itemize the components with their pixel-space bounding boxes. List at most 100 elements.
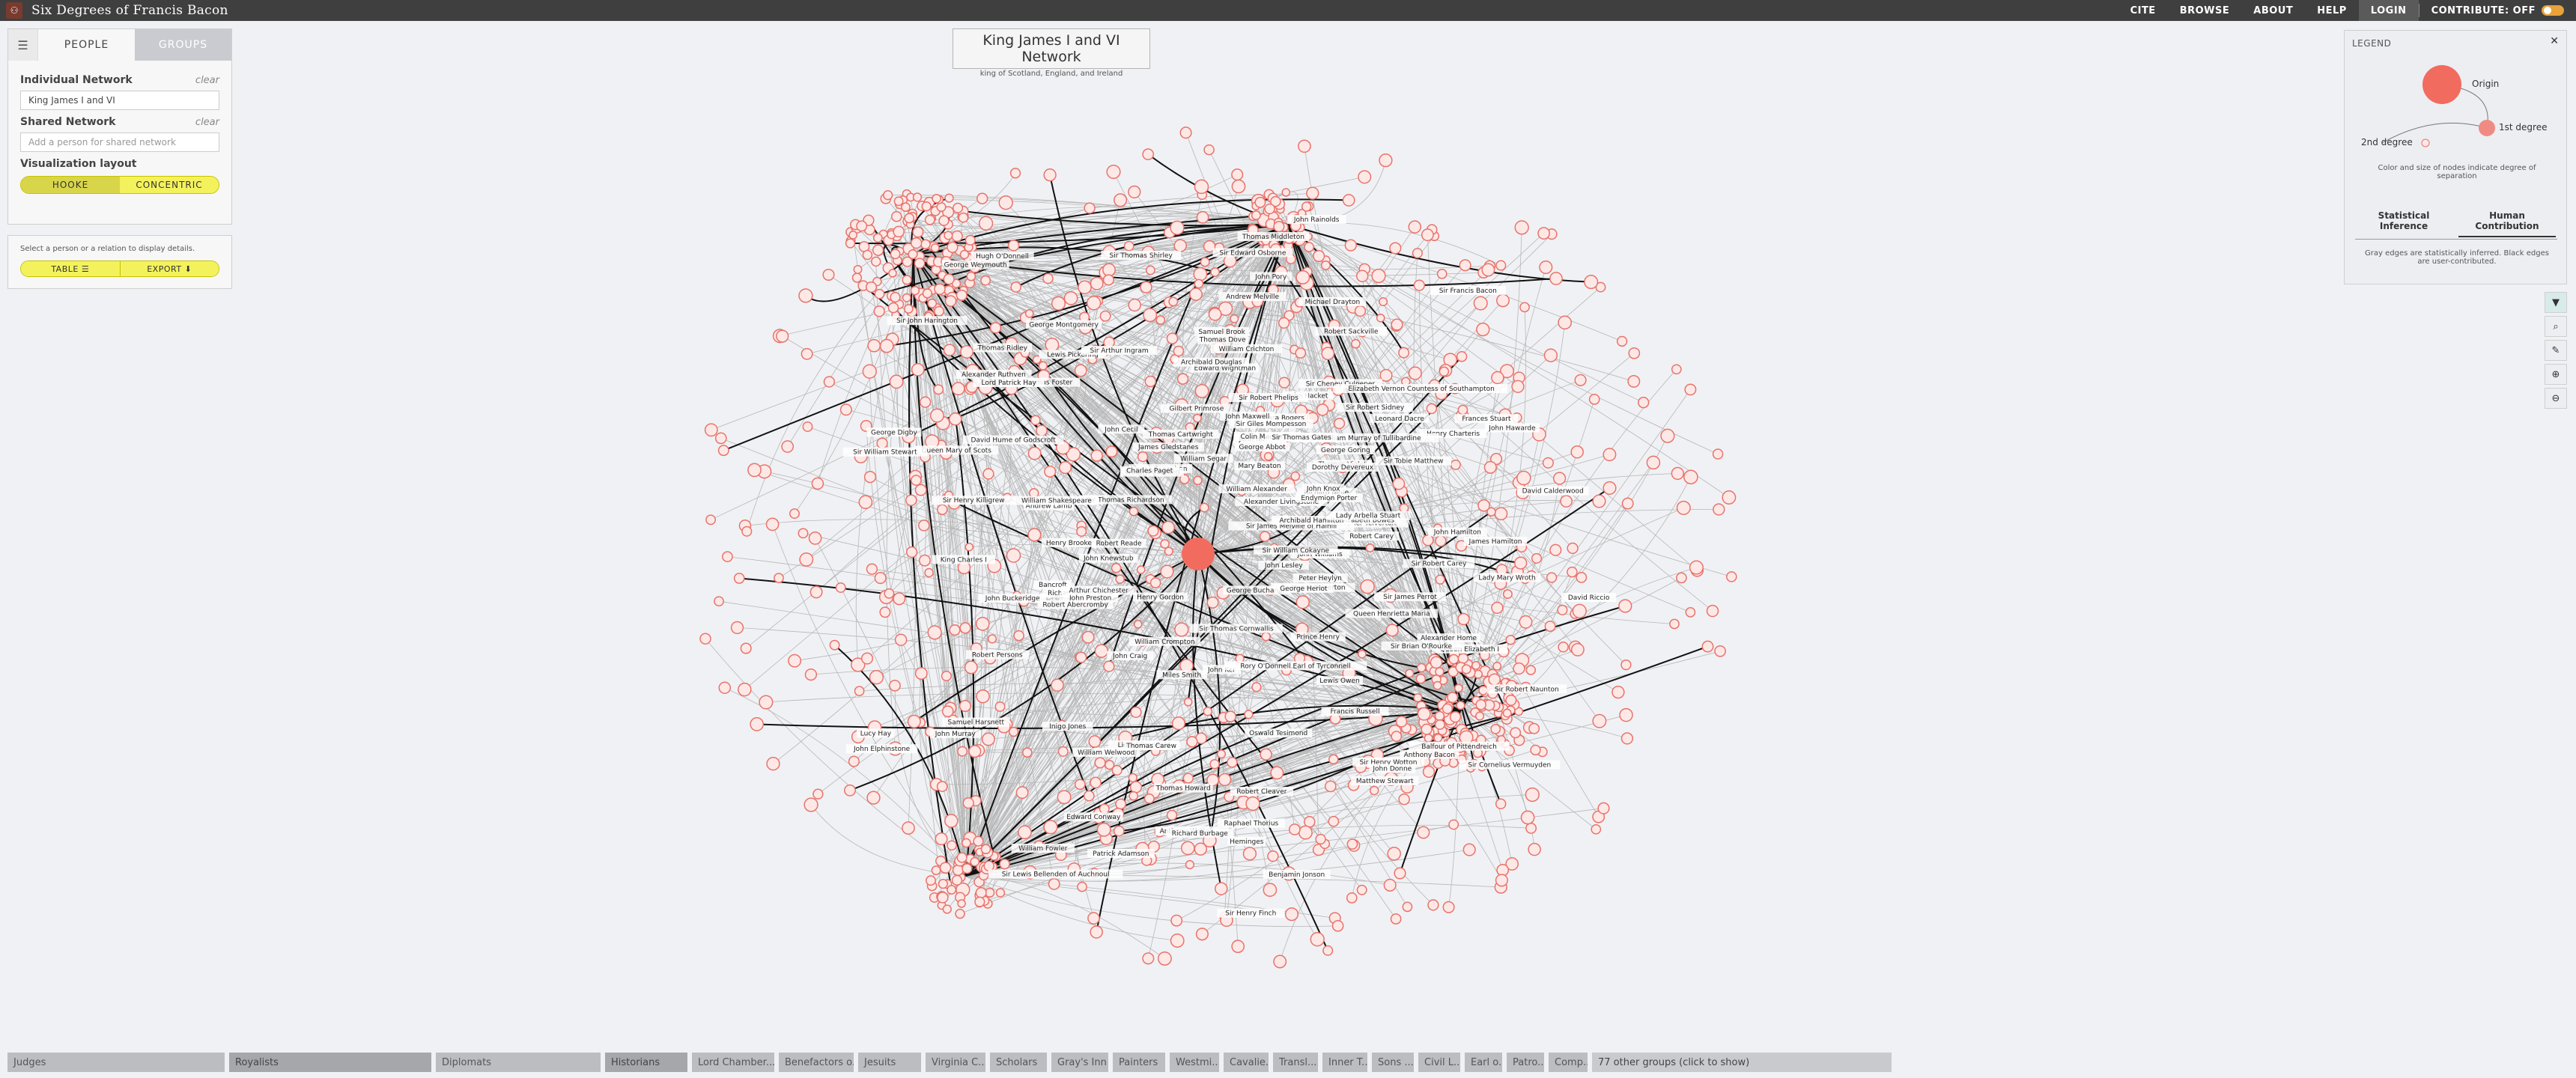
person-node[interactable]: [1448, 819, 1459, 830]
person-node[interactable]: [1185, 859, 1195, 870]
person-node[interactable]: [1543, 348, 1558, 362]
person-node[interactable]: [941, 670, 952, 682]
inferred-edge[interactable]: [1197, 509, 1719, 555]
node-label[interactable]: Sir Thomas Cornwallis: [1190, 624, 1283, 633]
person-node[interactable]: [1094, 757, 1106, 769]
person-node[interactable]: [1114, 193, 1128, 207]
person-node[interactable]: [947, 241, 959, 253]
person-node[interactable]: [1413, 279, 1425, 291]
person-node[interactable]: [956, 852, 967, 863]
inferred-edge[interactable]: [913, 254, 1278, 401]
person-node[interactable]: [1321, 347, 1335, 361]
person-node[interactable]: [1128, 791, 1139, 801]
person-node[interactable]: [1215, 882, 1228, 895]
node-label[interactable]: James Hamilton: [1463, 537, 1528, 546]
node-label[interactable]: Sir Giles Mompesson: [1229, 419, 1313, 429]
node-label[interactable]: Thomas Ridley: [973, 343, 1033, 353]
person-node[interactable]: [1520, 810, 1535, 825]
node-label[interactable]: Sir Henry Killigrew: [932, 496, 1016, 505]
tab-groups[interactable]: GROUPS: [135, 29, 231, 61]
person-node[interactable]: [788, 654, 802, 668]
person-node[interactable]: [1435, 535, 1447, 547]
node-label[interactable]: Sir Thomas Richardson: [1079, 495, 1172, 505]
person-node[interactable]: [1671, 466, 1684, 481]
person-node[interactable]: [1495, 798, 1507, 810]
inferred-edge[interactable]: [1133, 553, 1199, 797]
node-label[interactable]: John Craig: [1107, 651, 1154, 660]
person-node[interactable]: [1511, 380, 1525, 393]
person-node[interactable]: [1588, 394, 1600, 405]
person-node[interactable]: [1264, 203, 1275, 215]
person-node[interactable]: [893, 225, 905, 238]
person-node[interactable]: [890, 292, 901, 303]
person-node[interactable]: [1618, 599, 1632, 613]
person-node[interactable]: [907, 714, 921, 728]
person-node[interactable]: [1301, 201, 1312, 212]
node-label[interactable]: Andrew Melville: [1218, 292, 1287, 302]
inferred-edge[interactable]: [965, 316, 1106, 877]
node-label[interactable]: Hugh O'Donnell: [970, 251, 1034, 261]
origin-node[interactable]: [1182, 538, 1215, 570]
person-node[interactable]: [1128, 506, 1139, 517]
node-label[interactable]: Sir John Harington: [887, 316, 967, 326]
person-node[interactable]: [1525, 665, 1537, 675]
inferred-edge[interactable]: [745, 224, 1289, 649]
person-node[interactable]: [1519, 302, 1530, 313]
person-node[interactable]: [1173, 239, 1187, 252]
person-node[interactable]: [902, 256, 913, 267]
node-label[interactable]: David Calderwood: [1516, 486, 1589, 496]
node-label[interactable]: Archibald Douglas: [1173, 357, 1250, 367]
person-node[interactable]: [999, 858, 1010, 870]
person-node[interactable]: [933, 384, 944, 395]
inferred-edge[interactable]: [1287, 224, 1519, 387]
person-node[interactable]: [705, 514, 717, 526]
inferred-edge[interactable]: [913, 254, 1435, 660]
person-node[interactable]: [1450, 459, 1461, 470]
person-node[interactable]: [1263, 883, 1278, 898]
person-node[interactable]: [1057, 790, 1072, 805]
user-edge[interactable]: [1197, 546, 1521, 564]
person-node[interactable]: [951, 874, 963, 886]
node-label[interactable]: John Maxwell: [1220, 411, 1275, 421]
person-node[interactable]: [1392, 477, 1406, 490]
person-node[interactable]: [1439, 366, 1450, 377]
person-node[interactable]: [968, 745, 982, 758]
node-label[interactable]: Frances Stuart: [1454, 414, 1519, 424]
inferred-edge[interactable]: [1142, 553, 1199, 642]
person-node[interactable]: [1038, 361, 1048, 371]
node-label[interactable]: John Buckeridge: [979, 594, 1047, 603]
person-node[interactable]: [874, 288, 885, 299]
person-node[interactable]: [1284, 907, 1299, 922]
person-node[interactable]: [949, 624, 961, 636]
person-node[interactable]: [718, 681, 732, 694]
person-node[interactable]: [1360, 579, 1375, 594]
person-node[interactable]: [1391, 731, 1403, 742]
person-node[interactable]: [926, 875, 936, 886]
node-label[interactable]: John Pory: [1250, 272, 1292, 281]
person-node[interactable]: [798, 288, 813, 303]
person-node[interactable]: [856, 220, 868, 232]
inferred-edge[interactable]: [913, 254, 1028, 753]
inferred-edge[interactable]: [852, 234, 967, 877]
person-node[interactable]: [941, 705, 954, 718]
node-label[interactable]: Michael Drayton: [1298, 296, 1367, 306]
person-node[interactable]: [1413, 692, 1423, 703]
person-node[interactable]: [1567, 566, 1578, 578]
person-node[interactable]: [1042, 272, 1054, 284]
person-node[interactable]: [1074, 779, 1086, 791]
person-node[interactable]: [1701, 640, 1714, 653]
individual-clear-link[interactable]: clear: [195, 75, 219, 86]
person-node[interactable]: [1358, 170, 1372, 184]
person-node[interactable]: [1032, 355, 1042, 365]
user-edge[interactable]: [805, 254, 914, 302]
inferred-edge[interactable]: [787, 254, 914, 447]
person-node[interactable]: [1022, 747, 1033, 758]
person-node[interactable]: [1591, 823, 1602, 835]
person-node[interactable]: [1170, 914, 1183, 927]
person-node[interactable]: [811, 477, 824, 490]
person-node[interactable]: [1475, 711, 1485, 721]
zoom-in-icon[interactable]: ⊕: [2545, 364, 2567, 385]
nav-browse[interactable]: BROWSE: [2179, 4, 2230, 16]
person-node[interactable]: [1560, 495, 1573, 508]
export-button[interactable]: EXPORT ⬇: [119, 261, 219, 276]
